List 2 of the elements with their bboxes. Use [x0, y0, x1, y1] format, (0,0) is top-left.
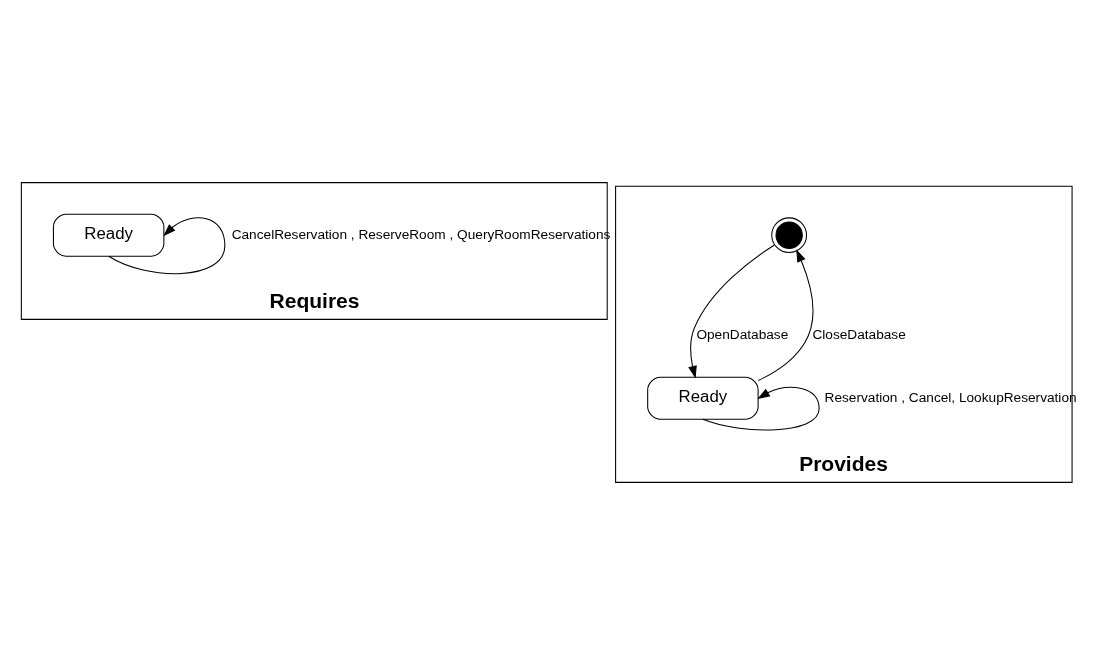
edge-label: CloseDatabase	[812, 326, 906, 342]
edge-label: OpenDatabase	[696, 326, 789, 342]
